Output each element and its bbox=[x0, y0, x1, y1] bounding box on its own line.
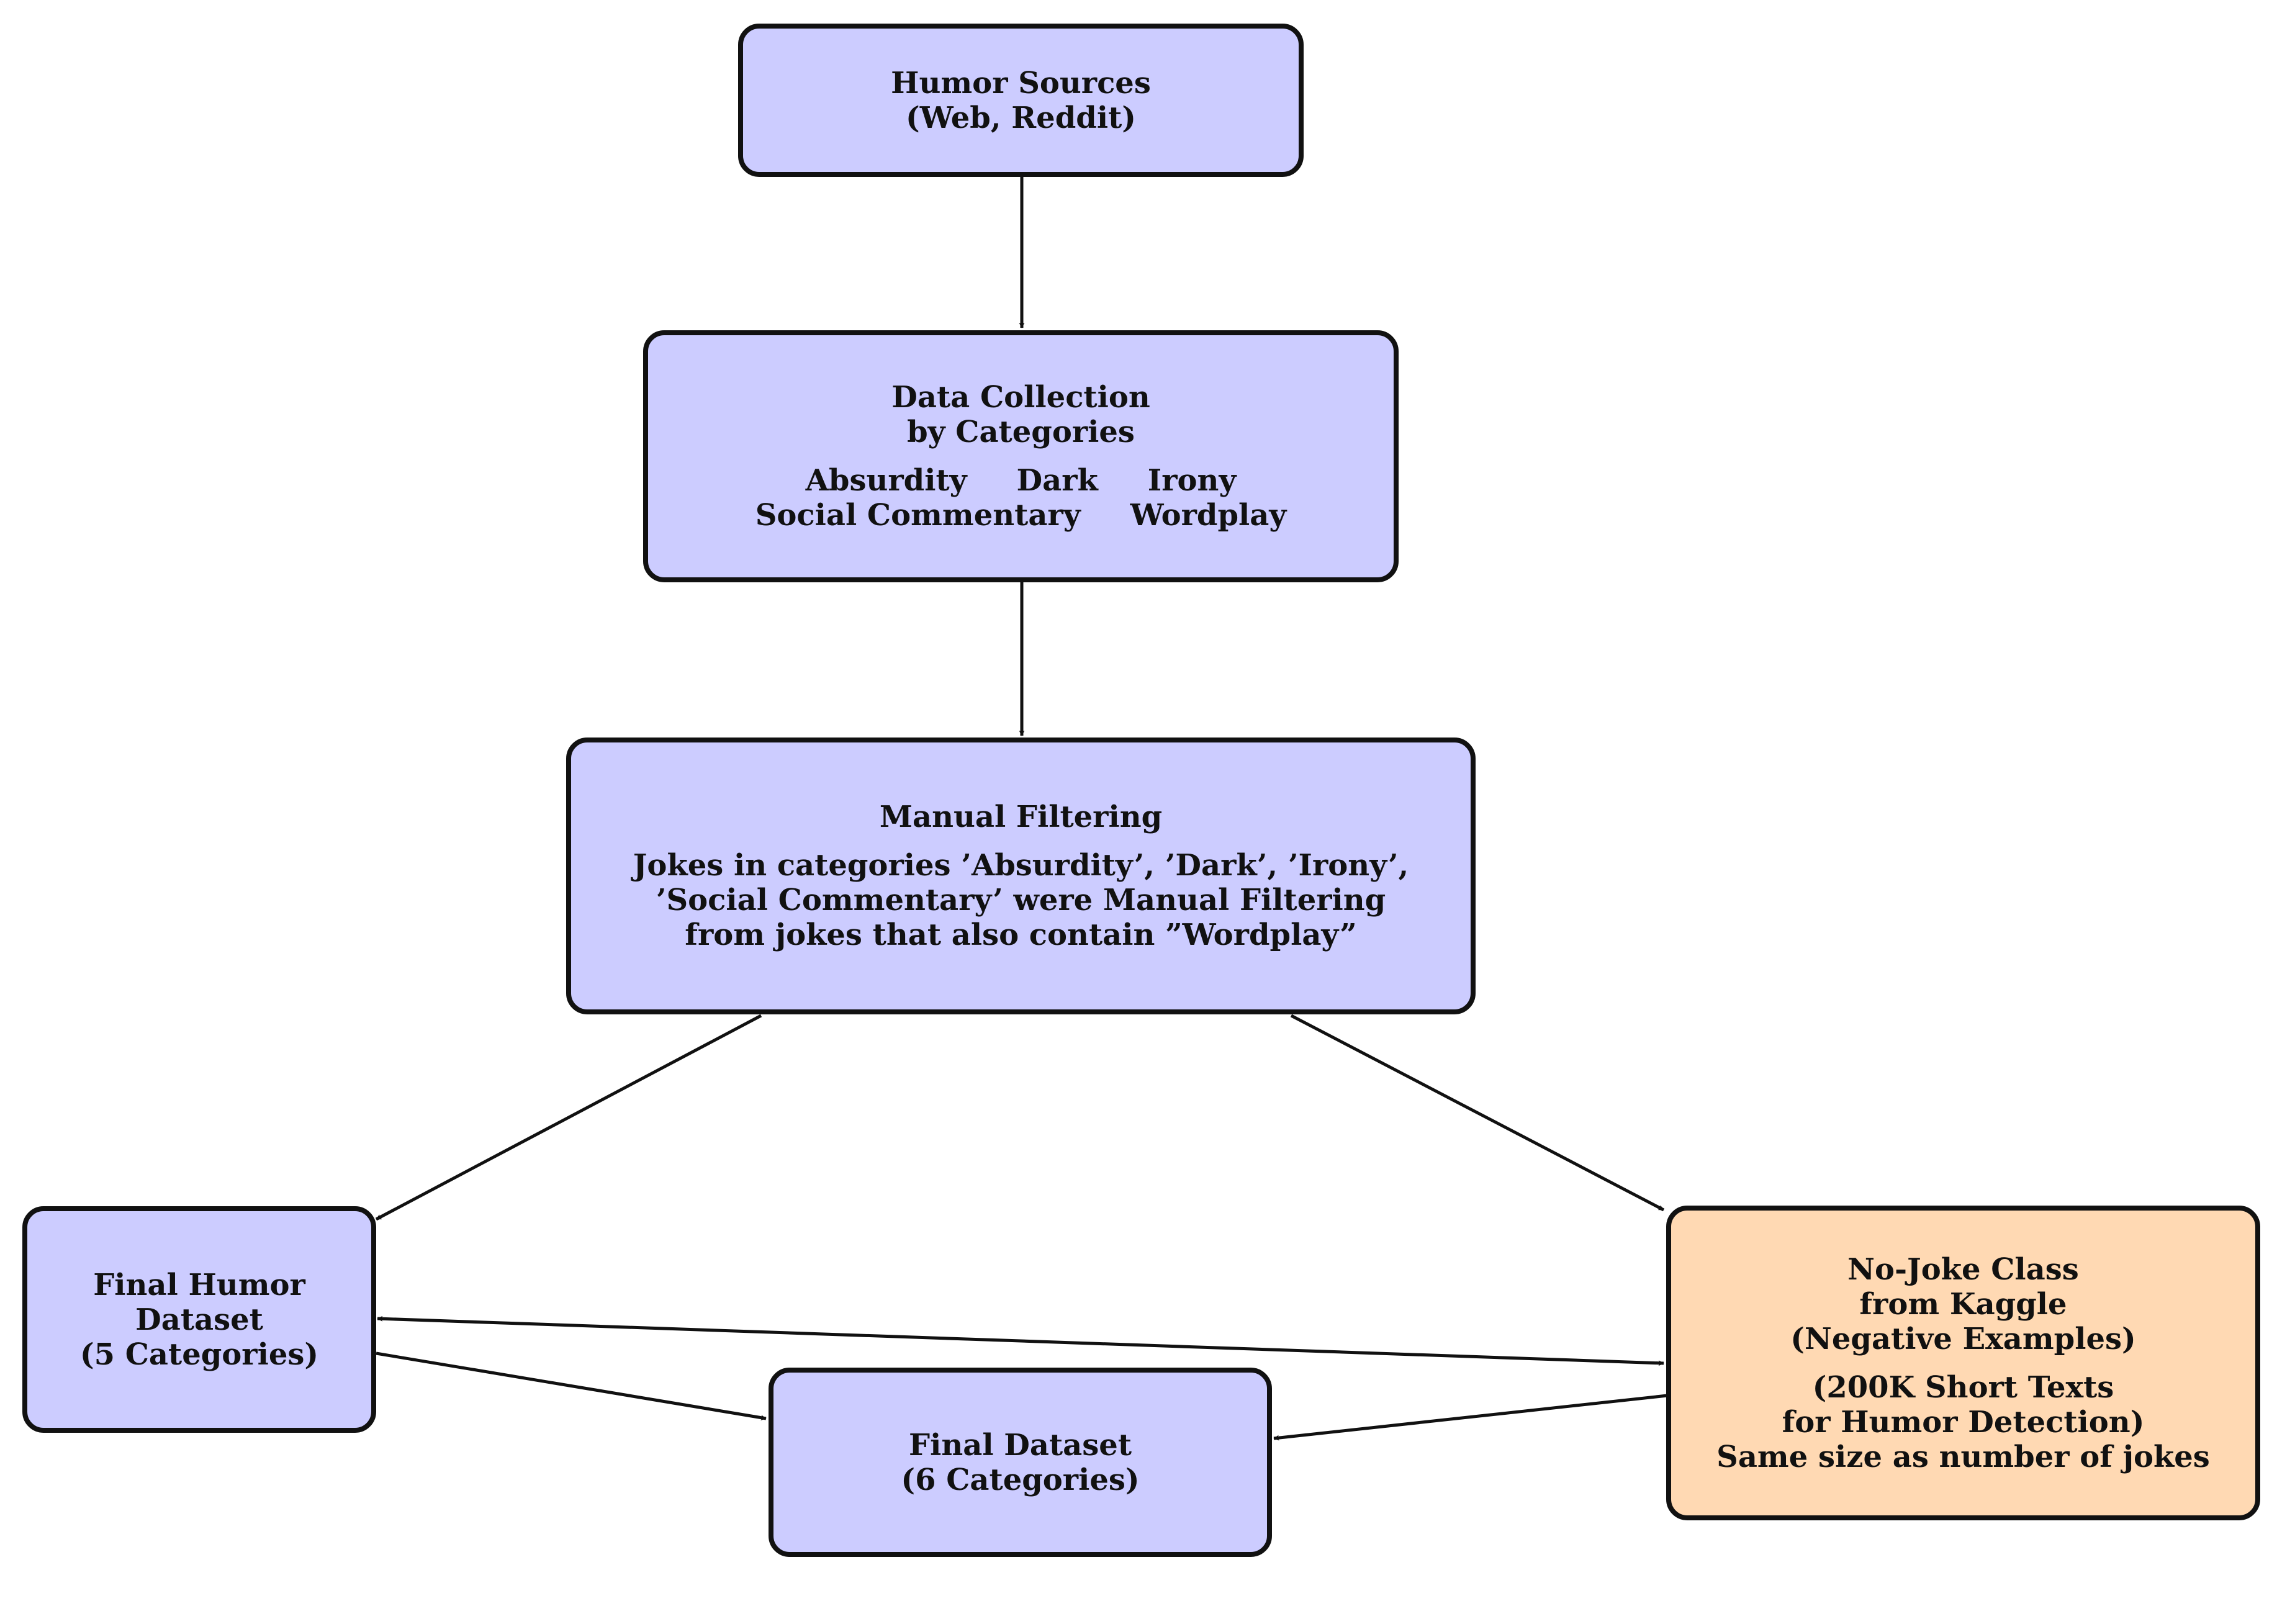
final-humor-dataset-node: Final Humor Dataset (5 Categories) bbox=[22, 1206, 376, 1433]
manual-filtering-description-line-2: ’Social Commentary’ were Manual Filterin… bbox=[656, 883, 1386, 918]
no-joke-class-note: (Negative Examples) bbox=[1790, 1321, 2136, 1356]
manual-filtering-description-line-1: Jokes in categories ’Absurdity’, ’Dark’,… bbox=[633, 848, 1409, 883]
no-joke-class-title: No-Joke Class bbox=[1847, 1252, 2079, 1287]
arrow-filtering-to-no-joke bbox=[1290, 1014, 1665, 1212]
arrow-final-humor-to-no-joke bbox=[377, 1315, 1664, 1366]
category-social-commentary: Social Commentary bbox=[755, 498, 1081, 533]
category-wordplay: Wordplay bbox=[1130, 498, 1287, 533]
arrow-filtering-to-final-humor bbox=[375, 1014, 762, 1221]
data-collection-subtitle: by Categories bbox=[907, 415, 1135, 449]
manual-filtering-node: Manual Filtering Jokes in categories ’Ab… bbox=[566, 738, 1476, 1014]
category-row-2: Social Commentary Wordplay bbox=[755, 498, 1287, 533]
category-dark: Dark bbox=[1016, 463, 1098, 498]
category-irony: Irony bbox=[1147, 463, 1237, 498]
final-dataset-node: Final Dataset (6 Categories) bbox=[769, 1368, 1272, 1557]
final-dataset-title: Final Dataset bbox=[909, 1427, 1132, 1463]
arrow-final-humor-to-final-dataset bbox=[376, 1351, 767, 1421]
data-collection-node: Data Collection by Categories Absurdity … bbox=[643, 330, 1399, 582]
category-row-1: Absurdity Dark Irony bbox=[806, 463, 1237, 498]
final-humor-dataset-subtitle: (5 Categories) bbox=[79, 1337, 319, 1372]
final-humor-dataset-title-2: Dataset bbox=[135, 1302, 263, 1337]
no-joke-class-detail-2: for Humor Detection) bbox=[1782, 1404, 2145, 1440]
manual-filtering-description-line-3: from jokes that also contain ”Wordplay” bbox=[685, 918, 1357, 952]
data-collection-title: Data Collection bbox=[891, 380, 1150, 415]
no-joke-class-node: No-Joke Class from Kaggle (Negative Exam… bbox=[1666, 1206, 2260, 1520]
arrow-no-joke-to-final-dataset bbox=[1273, 1394, 1668, 1441]
no-joke-class-source: from Kaggle bbox=[1859, 1286, 2067, 1322]
humor-sources-node: Humor Sources (Web, Reddit) bbox=[738, 24, 1304, 177]
humor-sources-title: Humor Sources bbox=[891, 65, 1151, 101]
no-joke-class-detail-1: (200K Short Texts bbox=[1812, 1369, 2114, 1405]
humor-sources-subtitle: (Web, Reddit) bbox=[906, 100, 1136, 135]
category-absurdity: Absurdity bbox=[805, 463, 967, 498]
final-humor-dataset-title-1: Final Humor bbox=[93, 1267, 305, 1302]
final-dataset-subtitle: (6 Categories) bbox=[901, 1462, 1140, 1497]
manual-filtering-title: Manual Filtering bbox=[879, 800, 1163, 834]
no-joke-class-detail-3: Same size as number of jokes bbox=[1716, 1439, 2210, 1474]
